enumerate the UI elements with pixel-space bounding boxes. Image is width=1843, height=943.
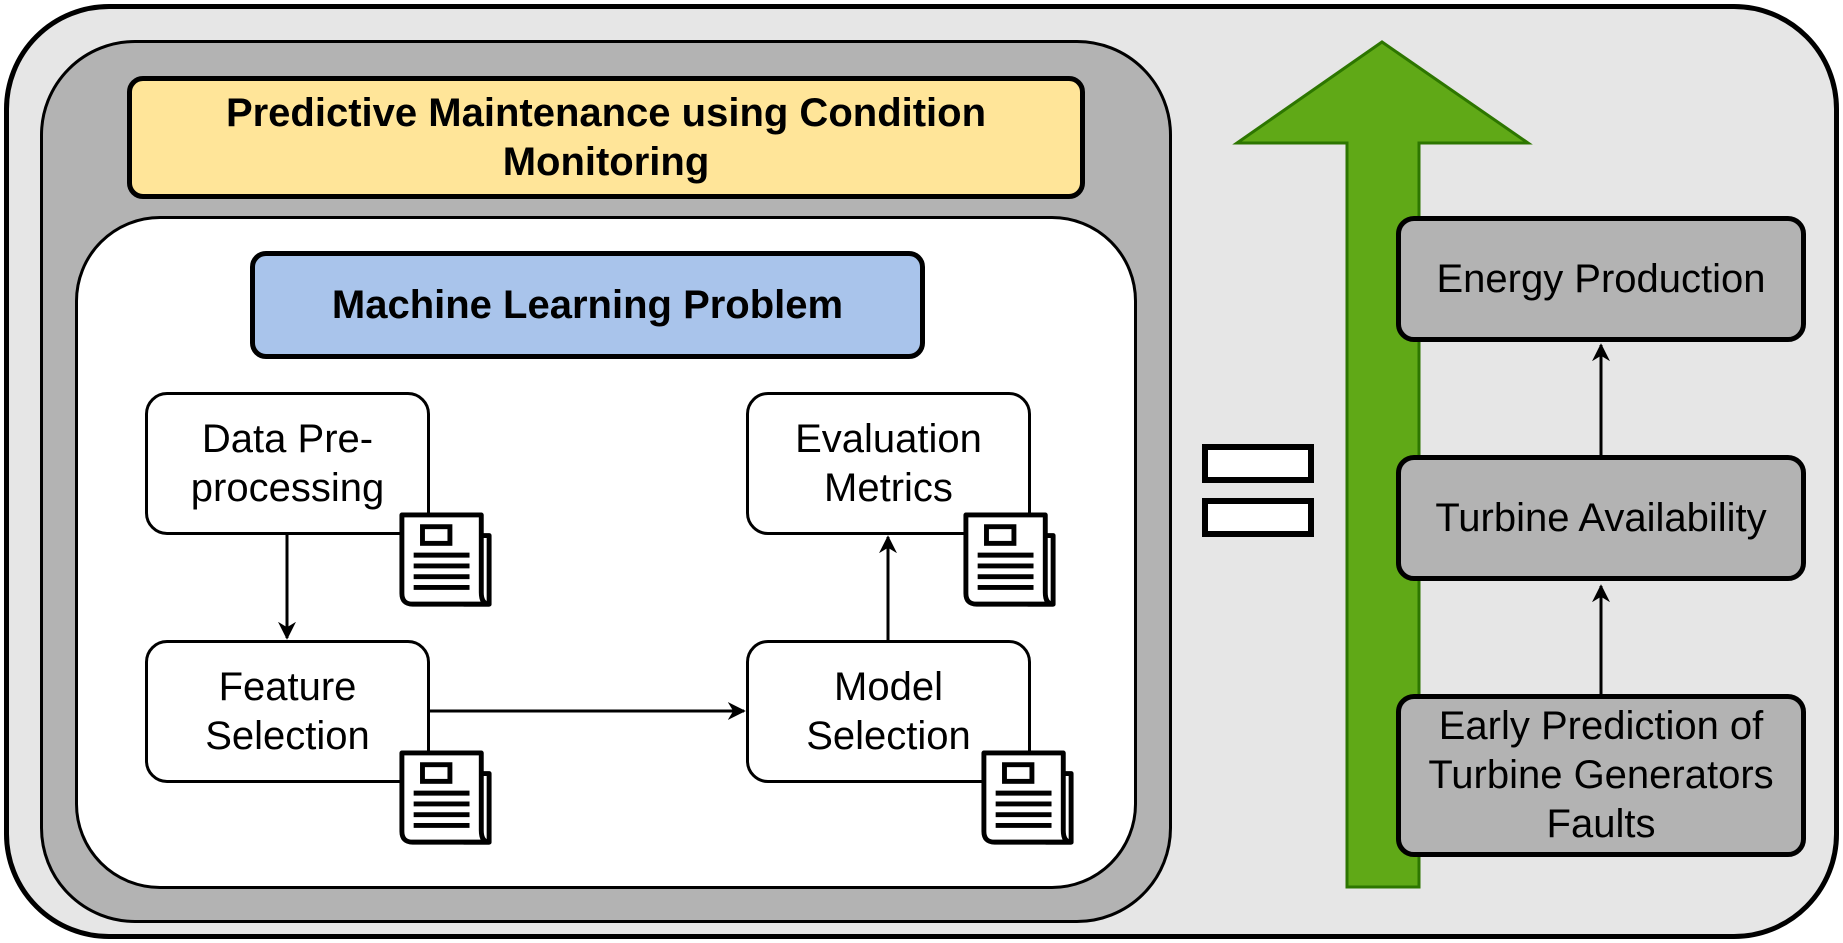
step-data-preprocessing: Data Pre-processing bbox=[145, 392, 430, 535]
step-label: Evaluation Metrics bbox=[795, 416, 982, 510]
step-evaluation-metrics: Evaluation Metrics bbox=[746, 392, 1031, 535]
document-icon bbox=[984, 753, 1071, 842]
document-icon bbox=[966, 515, 1053, 604]
diagram-title: Predictive Maintenance using Condition M… bbox=[127, 76, 1085, 199]
document-icon bbox=[402, 515, 489, 604]
stage-early-prediction: Early Prediction of Turbine Generators F… bbox=[1396, 694, 1806, 857]
step-feature-selection: Feature Selection bbox=[145, 640, 430, 783]
equals-icon-lower bbox=[1202, 498, 1314, 537]
stage-turbine-availability: Turbine Availability bbox=[1396, 455, 1806, 581]
step-label: Data Pre-processing bbox=[190, 416, 385, 510]
stage-energy-production: Energy Production bbox=[1396, 216, 1806, 342]
document-icon bbox=[402, 753, 489, 842]
equals-icon bbox=[1202, 444, 1314, 483]
ml-problem-header: Machine Learning Problem bbox=[250, 251, 925, 359]
step-label: Model Selection bbox=[806, 664, 971, 758]
step-label: Feature Selection bbox=[205, 664, 370, 758]
